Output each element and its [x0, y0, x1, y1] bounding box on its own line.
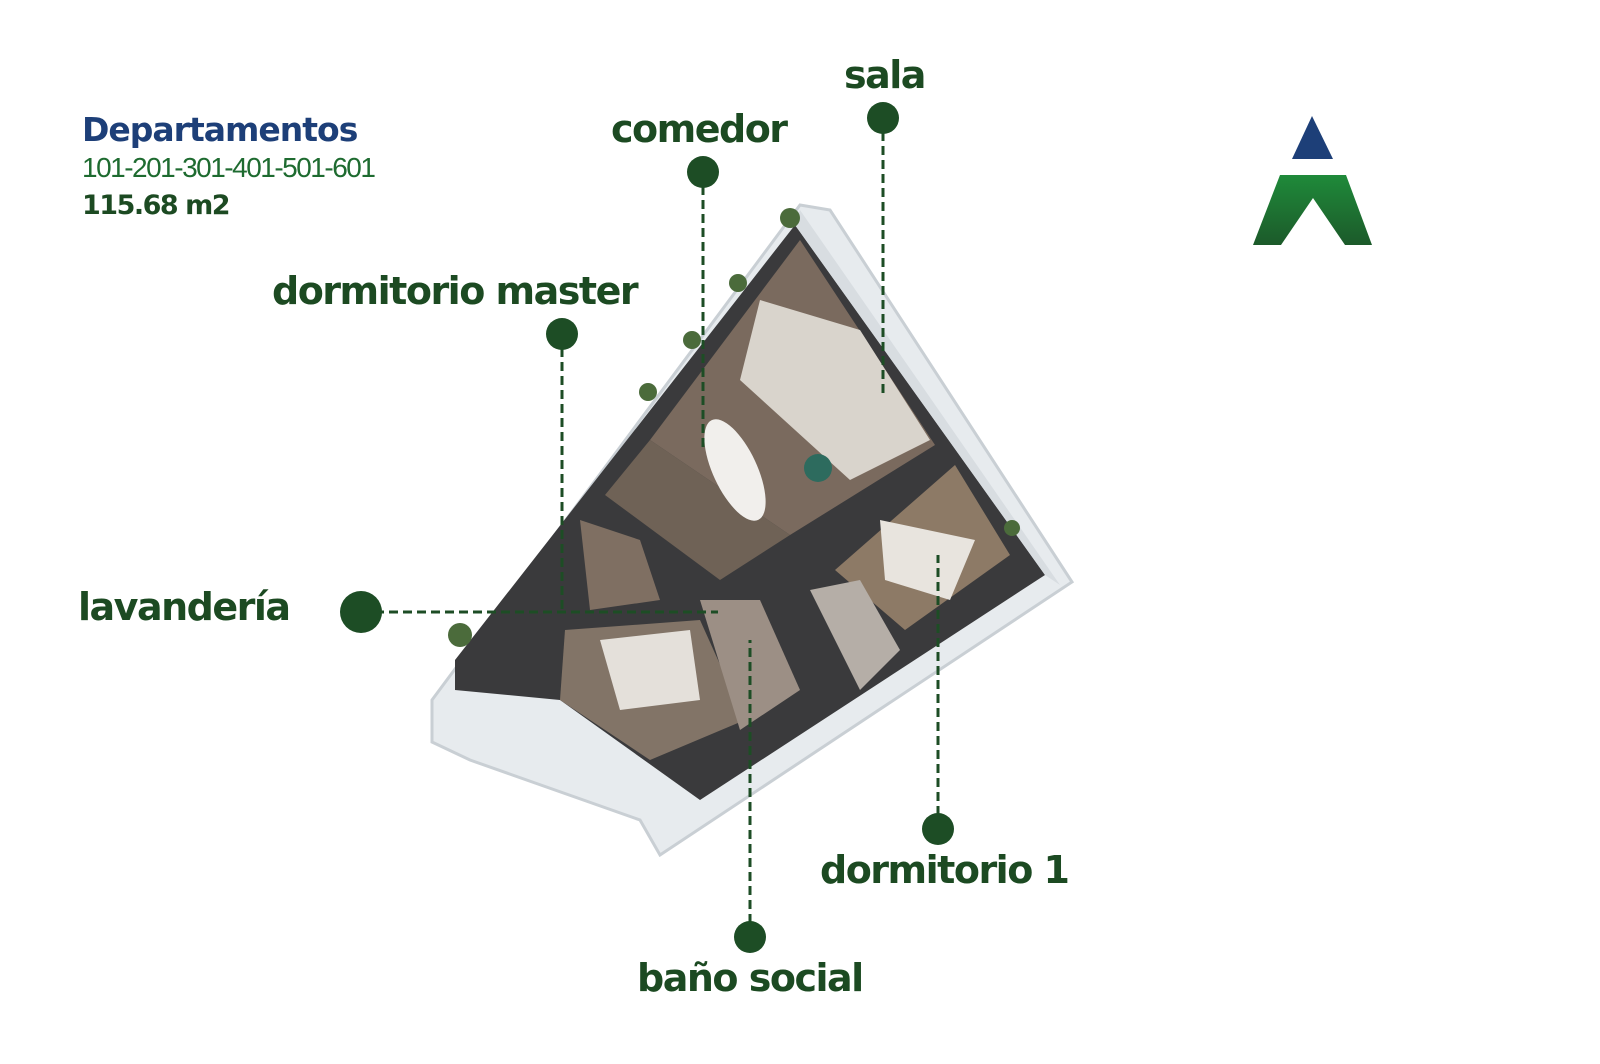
unit-numbers: 101-201-301-401-501-601: [82, 152, 376, 183]
dormitorio-1-marker-icon: [922, 813, 954, 845]
unit-area: 115.68 m2: [82, 190, 231, 221]
label-sala: sala: [844, 53, 926, 97]
lavanderia-marker-icon: [340, 591, 382, 633]
label-bano-social: baño social: [637, 956, 864, 1000]
brand-logo-icon: [1253, 116, 1372, 245]
sala-marker-icon: [867, 102, 899, 134]
page-title: Departamentos: [82, 110, 358, 149]
comedor-marker-icon: [687, 156, 719, 188]
floor-plan-render: [430, 203, 1075, 858]
label-lavanderia: lavandería: [78, 585, 291, 629]
dormitorio-master-marker-icon: [546, 318, 578, 350]
label-dormitorio-1: dormitorio 1: [820, 848, 1070, 892]
label-dormitorio-master: dormitorio master: [272, 269, 639, 313]
label-comedor: comedor: [611, 107, 788, 151]
bano-social-marker-icon: [734, 921, 766, 953]
